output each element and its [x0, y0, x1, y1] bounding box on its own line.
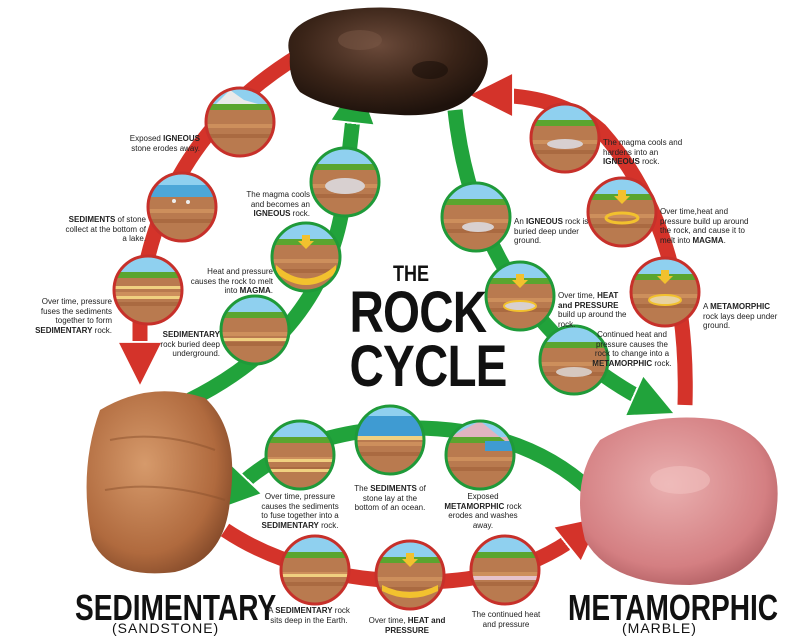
sedimentary-sub-label: (SANDSTONE)	[112, 620, 220, 636]
diagram-title: THE ROCK CYCLE	[349, 261, 508, 399]
circle-heat-melt	[586, 176, 658, 248]
caption-rock-melts: Heat and pressure causes the rock to mel…	[190, 267, 273, 295]
caption-sediments-fuse: Over time, pressure fuses the sediments …	[35, 297, 112, 335]
metamorphic-label: METAMORPHIC	[568, 587, 779, 628]
circle-change-metamorphic	[538, 324, 610, 396]
caption-sediments-lake: SEDIMENTS of stone collect at the bottom…	[65, 215, 147, 243]
circle-heat-pressure-build	[484, 260, 556, 332]
circle-metamorphic-erodes	[444, 419, 516, 491]
caption-metamorphic-deep: A METAMORPHIC rock lays deep under groun…	[703, 302, 778, 330]
caption-sediments-ocean: The SEDIMENTS of stone lay at the bottom…	[354, 484, 426, 512]
circle-heat-pressure-bottom	[374, 539, 446, 611]
circle-sediments-fuse	[112, 254, 184, 326]
sedimentary-rock-image	[86, 391, 233, 574]
metamorphic-sub-label: (MARBLE)	[622, 620, 697, 636]
title-line-rock: ROCK	[349, 280, 488, 345]
title-line-the: THE	[392, 261, 430, 286]
circle-magma-hardens	[529, 102, 601, 174]
circle-igneous-buried	[440, 181, 512, 253]
circle-sediments-ocean	[354, 404, 426, 476]
caption-heat-pressure-build: Over time, HEAT and PRESSURE build up ar…	[558, 291, 627, 329]
caption-metamorphic-erodes: Exposed METAMORPHIC rock erodes and wash…	[444, 492, 522, 530]
caption-continued-heat: The continued heat and pressure	[471, 610, 541, 629]
caption-igneous-buried: An IGNEOUS rock is buried deep under gro…	[514, 217, 589, 245]
caption-heat-melt: Over time,heat and pressure build up aro…	[660, 207, 749, 245]
metamorphic-rock-image	[580, 417, 778, 585]
caption-magma-hardens: The magma cools and hardens into an IGNE…	[603, 138, 683, 166]
caption-magma-cools: The magma cools and becomes an IGNEOUS r…	[246, 190, 310, 218]
caption-heat-pressure-bottom: Over time, HEAT and PRESSURE	[368, 616, 446, 635]
circle-sedimentary-buried	[219, 294, 291, 366]
circle-igneous-erodes	[204, 86, 276, 158]
caption-change-metamorphic: Continued heat and pressure causes the r…	[592, 330, 672, 368]
circle-sedimentary-deep	[279, 534, 351, 606]
caption-sedimentary-deep: A SEDIMENTARY rock sits deep in the Eart…	[268, 606, 350, 625]
title-line-cycle: CYCLE	[349, 334, 508, 399]
circle-sediments-lake	[146, 171, 218, 243]
circle-continued-heat	[469, 534, 541, 606]
circle-sediments-fuse-bottom	[264, 419, 336, 491]
igneous-rock-image	[288, 7, 488, 116]
sedimentary-label: SEDIMENTARY	[75, 587, 277, 628]
caption-sediments-fuse-bottom: Over time, pressure causes the sediments…	[261, 492, 339, 530]
circle-magma-cools	[309, 146, 381, 218]
caption-sedimentary-buried: SEDIMENTARY rock buried deep underground…	[160, 330, 220, 358]
circle-metamorphic-deep	[629, 256, 701, 328]
caption-igneous-erodes: Exposed IGNEOUS stone erodes away.	[129, 134, 200, 153]
circle-rock-melts	[270, 221, 342, 293]
